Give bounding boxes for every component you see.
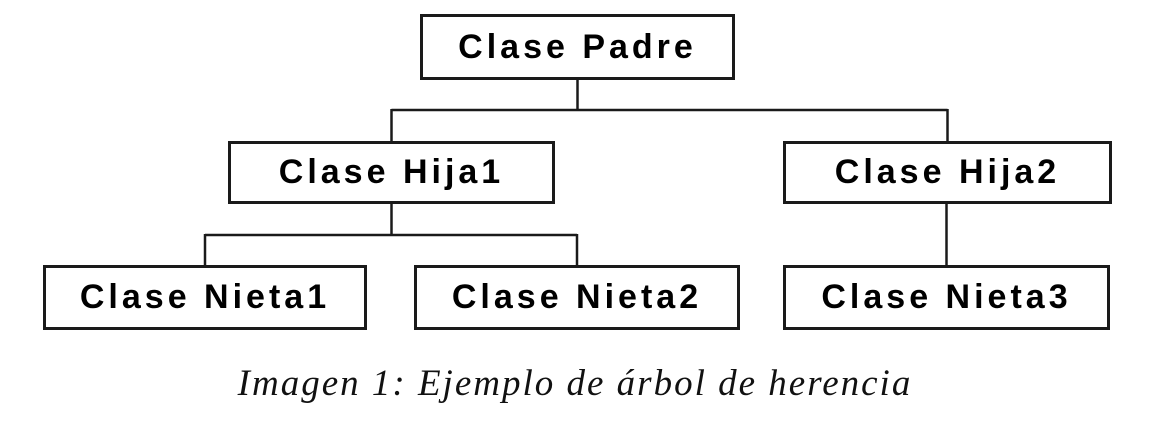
node-clase-nieta3: Clase Nieta3: [783, 265, 1110, 330]
node-clase-hija2-label: Clase Hija2: [834, 153, 1061, 191]
node-clase-nieta2-label: Clase Nieta2: [451, 278, 703, 316]
node-clase-padre-label: Clase Padre: [458, 27, 697, 66]
node-clase-hija2: Clase Hija2: [783, 141, 1112, 204]
node-clase-hija1: Clase Hija1: [228, 141, 555, 204]
node-clase-nieta3-label: Clase Nieta3: [821, 278, 1072, 316]
figure-caption: Imagen 1: Ejemplo de árbol de herencia: [237, 363, 913, 404]
node-clase-nieta1-label: Clase Nieta1: [79, 278, 331, 316]
node-clase-nieta1: Clase Nieta1: [43, 265, 367, 330]
node-clase-hija1-label: Clase Hija1: [278, 153, 505, 191]
node-clase-nieta2: Clase Nieta2: [414, 265, 740, 330]
node-clase-padre: Clase Padre: [420, 14, 735, 80]
